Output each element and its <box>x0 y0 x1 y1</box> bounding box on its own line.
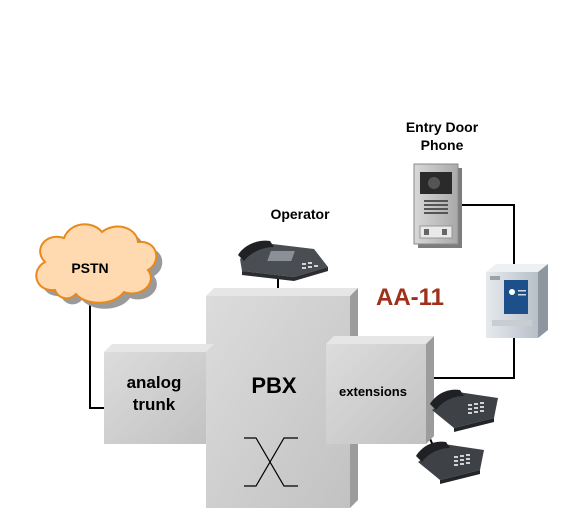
operator-label: Operator <box>270 206 330 222</box>
extensions-box <box>326 336 434 444</box>
door-phone-label-line1: Entry Door <box>406 119 479 135</box>
pstn-label: PSTN <box>71 260 108 276</box>
desk-phone-icon <box>238 240 328 281</box>
door-phone-icon <box>413 163 462 248</box>
crosspoint-switch-icon <box>244 437 298 487</box>
analog-trunk-box <box>104 344 214 444</box>
pbx-label: PBX <box>251 373 297 398</box>
desk-phone-icon <box>416 441 484 484</box>
door-phone-label-line2: Phone <box>421 137 464 153</box>
doorphone-to-aa11-line <box>460 204 515 266</box>
aa11-label: AA-11 <box>376 284 444 311</box>
cloud-icon <box>35 223 163 309</box>
desk-phone-icon <box>430 389 498 432</box>
aa11-device-icon <box>486 264 548 338</box>
aa11-to-extensions-line <box>426 336 515 379</box>
analog-label-line2: trunk <box>133 395 176 414</box>
extensions-label: extensions <box>339 384 407 399</box>
analog-label-line1: analog <box>127 373 182 392</box>
pstn-to-trunk-line <box>89 300 106 409</box>
